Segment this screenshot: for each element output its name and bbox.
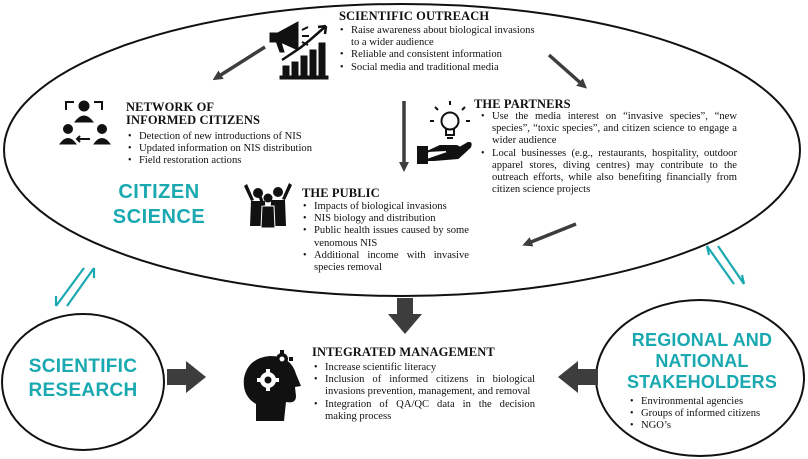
management-title: INTEGRATED MANAGEMENT — [312, 345, 495, 359]
list-item: Reliable and consistent information — [339, 49, 539, 61]
lightbulb-hand-icon — [417, 101, 472, 164]
list-item: Inclusion of informed citizens in biolog… — [313, 374, 535, 398]
list-item: Additional income with invasive species … — [302, 250, 469, 274]
network-list: Detection of new introductions of NIS Up… — [127, 131, 357, 168]
outreach-title: SCIENTIFIC OUTREACH — [339, 9, 490, 23]
list-item: NIS biology and distribution — [302, 213, 469, 225]
research-line2: RESEARCH — [28, 380, 138, 401]
network-title-line2: INFORMED CITIZENS — [126, 113, 261, 127]
megaphone-chart-icon — [269, 21, 329, 80]
scientific-research-label: SCIENTIFIC RESEARCH — [12, 355, 154, 403]
list-item: Updated information on NIS distribution — [127, 143, 357, 155]
partners-title: THE PARTNERS — [474, 97, 571, 111]
citizen-science-ellipse — [3, 3, 801, 297]
list-item: Increase scientific literacy — [313, 362, 535, 374]
flow-arrows — [212, 45, 587, 247]
list-item: Social media and traditional media — [339, 62, 539, 74]
list-item: Integration of QA/QC data in the decisio… — [313, 399, 535, 423]
crowd-icon — [244, 183, 292, 229]
list-item: Raise awareness about biological invasio… — [339, 25, 539, 49]
research-line1: SCIENTIFIC — [28, 356, 138, 377]
list-item: Local businesses (e.g., restaurants, hos… — [480, 148, 737, 197]
public-list: Impacts of biological invasions NIS biol… — [302, 201, 469, 274]
stakeholders-label: REGIONAL AND NATIONAL STAKEHOLDERS — [604, 330, 800, 393]
management-list: Increase scientific literacy Inclusion o… — [313, 362, 535, 423]
scientific-research-ellipse — [1, 313, 165, 451]
citizen-science-line2: SCIENCE — [112, 206, 206, 228]
network-title: NETWORK OF INFORMED CITIZENS — [126, 101, 260, 127]
public-title: THE PUBLIC — [302, 186, 380, 200]
list-item: Field restoration actions — [127, 155, 357, 167]
stakeholders-line1: REGIONAL AND — [631, 330, 773, 350]
block-arrows — [167, 298, 598, 393]
teal-right-bidirectional-arrow — [705, 245, 746, 285]
list-item: Use the media interest on “invasive spec… — [480, 111, 737, 148]
teal-left-bidirectional-arrow — [54, 267, 96, 307]
network-people-icon — [59, 100, 111, 145]
list-item: Groups of informed citizens — [629, 408, 789, 420]
list-item: Environmental agencies — [629, 396, 789, 408]
network-title-line1: NETWORK OF — [126, 100, 215, 114]
partners-list: Use the media interest on “invasive spec… — [480, 111, 737, 196]
list-item: Impacts of biological invasions — [302, 201, 469, 213]
head-gears-icon — [243, 350, 301, 421]
stakeholders-line3: STAKEHOLDERS — [626, 372, 778, 392]
list-item: NGO’s — [629, 420, 789, 432]
citizen-science-line1: CITIZEN — [118, 181, 200, 203]
citizen-science-label: CITIZEN SCIENCE — [100, 180, 218, 230]
stakeholders-list: Environmental agencies Groups of informe… — [629, 396, 789, 433]
list-item: Public health issues caused by some veno… — [302, 225, 469, 249]
stakeholders-line2: NATIONAL — [655, 351, 749, 371]
outreach-list: Raise awareness about biological invasio… — [339, 25, 539, 74]
list-item: Detection of new introductions of NIS — [127, 131, 357, 143]
